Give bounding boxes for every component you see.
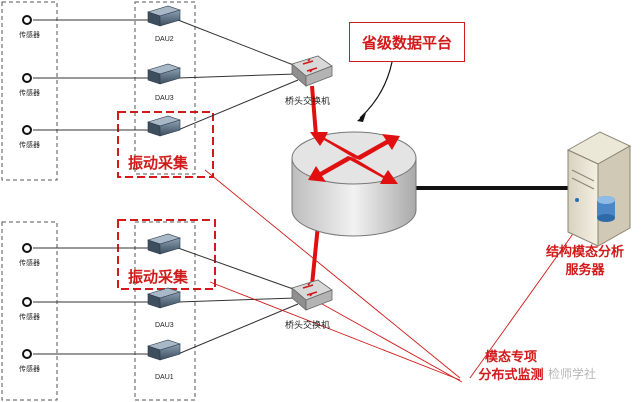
sensor-label: 传感器 bbox=[19, 314, 40, 321]
sensor-links-top bbox=[33, 19, 148, 131]
dau-icon bbox=[147, 339, 181, 361]
monitoring-label-line1: 模态专项 bbox=[484, 349, 537, 364]
sensor-links-bottom bbox=[33, 247, 148, 355]
switch-top-icon bbox=[291, 55, 333, 87]
sensor-label: 传感器 bbox=[19, 260, 40, 267]
vibration-box-bottom bbox=[117, 219, 216, 290]
router-icon bbox=[291, 131, 417, 237]
monitoring-label-line2: 分布式监测 bbox=[478, 367, 544, 382]
dau-icon bbox=[147, 5, 181, 27]
sensor-label: 传感器 bbox=[19, 366, 40, 373]
dau-icon bbox=[147, 115, 181, 137]
switch-label-bottom: 桥头交换机 bbox=[285, 320, 331, 330]
dau-label: DAU3 bbox=[155, 322, 174, 329]
dau-devices bbox=[147, 5, 181, 361]
sensor-label: 传感器 bbox=[19, 142, 40, 149]
sensor-icons bbox=[22, 15, 32, 359]
server-label: 结构模态分析 服务器 bbox=[530, 243, 640, 279]
monitoring-label: 模态专项 分布式监测 bbox=[456, 348, 566, 384]
monitoring-pointer-lines bbox=[204, 169, 591, 383]
server-label-line1: 结构模态分析 bbox=[545, 244, 624, 259]
vibration-label-top: 振动采集 bbox=[128, 155, 189, 172]
dau-switch-links bbox=[177, 19, 299, 355]
sensor-group-bottom bbox=[1, 221, 58, 401]
vibration-label-bottom: 振动采集 bbox=[128, 269, 189, 286]
dau-group-top bbox=[134, 1, 196, 175]
dau-label: DAU3 bbox=[155, 95, 174, 102]
platform-label: 省级数据平台 bbox=[349, 22, 465, 62]
sensor-label: 传感器 bbox=[19, 90, 40, 97]
dau-icon bbox=[147, 233, 181, 255]
vibration-box-top bbox=[117, 111, 214, 178]
dau-group-bottom bbox=[134, 221, 196, 401]
router-arrows-icon bbox=[308, 132, 400, 184]
switch-bottom-icon bbox=[291, 279, 333, 311]
server-icon bbox=[566, 131, 632, 247]
switch-label-top: 桥头交换机 bbox=[285, 96, 331, 106]
server-label-line2: 服务器 bbox=[565, 262, 605, 277]
dau-icon bbox=[147, 287, 181, 309]
platform-arrow bbox=[359, 61, 393, 119]
dau-label: DAU2 bbox=[155, 36, 174, 43]
sensor-group-top bbox=[1, 1, 58, 181]
sensor-label: 传感器 bbox=[19, 32, 40, 39]
dau-label: DAU1 bbox=[155, 374, 174, 381]
dau-icon bbox=[147, 63, 181, 85]
watermark: 检师学社 bbox=[548, 367, 597, 381]
